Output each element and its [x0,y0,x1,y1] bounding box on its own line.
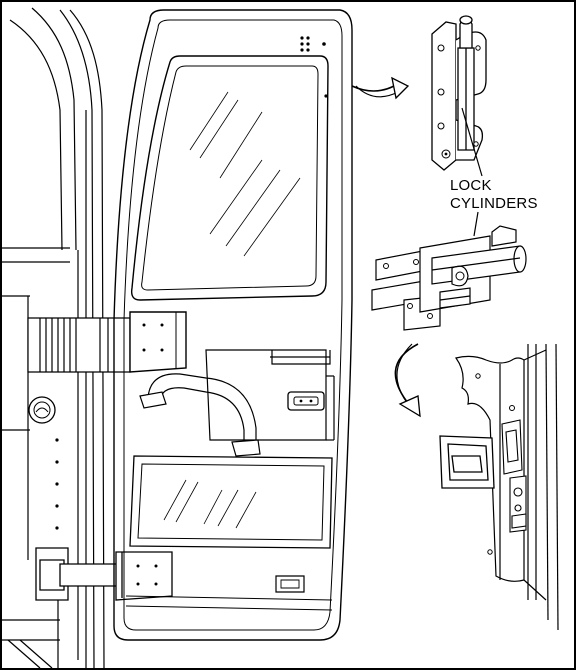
callout-cylinders-label: CYLINDERS [450,195,538,212]
lower-window [130,456,332,548]
door-panel [114,10,352,640]
side-latch-holes [476,374,515,554]
latch-mechanism-bolts [384,260,465,319]
hinge-bellows [28,318,130,372]
frame-dots [55,438,59,530]
door-window [132,56,328,300]
latch-mechanism [372,226,526,330]
side-latch-detail [456,344,558,630]
side-latch-handle [440,436,494,488]
body-lock-icon [29,397,55,423]
door-handle [288,392,324,410]
lock-cylinders-leader [462,108,482,176]
arrow-to-side-latch [395,344,420,416]
door-frame-left [0,8,104,668]
grab-bar [140,374,260,456]
lower-latch [276,576,304,592]
lower-hinge-bolts [136,564,158,586]
lower-hinge [36,548,172,600]
callout-lock-label: LOCK [450,177,492,194]
upper-hinge-plate [130,312,186,372]
lower-panel-groove [126,596,332,610]
latch-access-panel [206,350,334,440]
top-lock-holes [438,45,480,158]
door-top-holes [300,36,328,98]
window-glare-lines [190,92,300,256]
arrow-to-top-lock [352,78,408,98]
side-latch-parts [502,420,526,532]
lock-cylinders-leader-2 [474,212,478,236]
